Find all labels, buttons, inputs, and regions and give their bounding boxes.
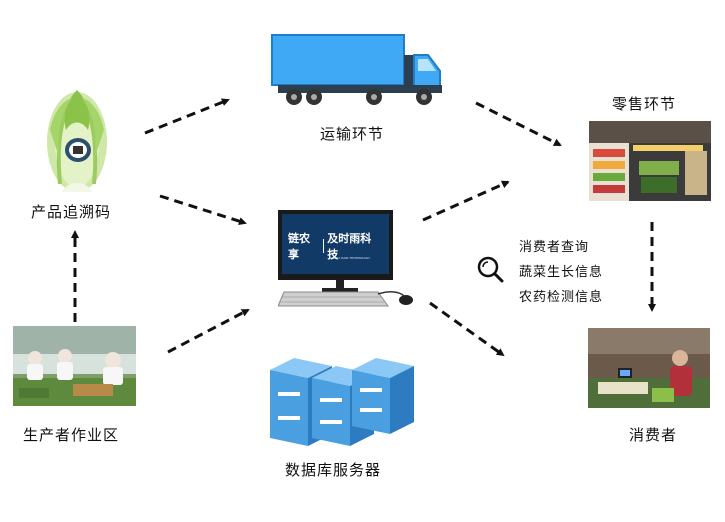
traceability-code-label: 产品追溯码 <box>31 203 112 221</box>
consumer-query-item: 蔬菜生长信息 <box>519 265 604 280</box>
arrow-platform-to-retail <box>422 180 510 222</box>
cabbage-image <box>42 80 112 195</box>
platform-logo-sub: TIMELY RAIN TECHNOLOGY <box>330 256 370 260</box>
platform-logo-right: 及时雨科技 <box>327 232 372 261</box>
arrow-trace-to-transport <box>144 98 230 135</box>
database-server-image <box>270 358 415 453</box>
consumer-image <box>588 328 710 408</box>
consumer-query-item: 消费者查询 <box>519 240 590 255</box>
arrow-production-to-platform <box>167 308 250 354</box>
production-area-image <box>13 326 136 406</box>
arrow-trace-to-platform <box>159 194 247 225</box>
consumer-query-item: 农药检测信息 <box>519 290 604 305</box>
arrow-transport-to-retail <box>475 101 562 147</box>
platform-logo-divider <box>323 239 325 253</box>
computer-platform-image <box>278 210 418 310</box>
retail-store-image <box>589 121 711 201</box>
retail-label: 零售环节 <box>612 95 677 113</box>
consumer-label: 消费者 <box>629 426 678 444</box>
platform-logo-left: 链农享 <box>288 232 310 261</box>
transport-label: 运输环节 <box>320 125 385 143</box>
arrow-platform-to-consumer <box>429 301 505 357</box>
database-server-label: 数据库服务器 <box>285 461 382 479</box>
production-area-label: 生产者作业区 <box>23 426 120 444</box>
search-icon <box>476 255 504 283</box>
truck-image <box>270 33 445 108</box>
platform-logo: 链农享 及时雨科技 <box>288 232 381 261</box>
